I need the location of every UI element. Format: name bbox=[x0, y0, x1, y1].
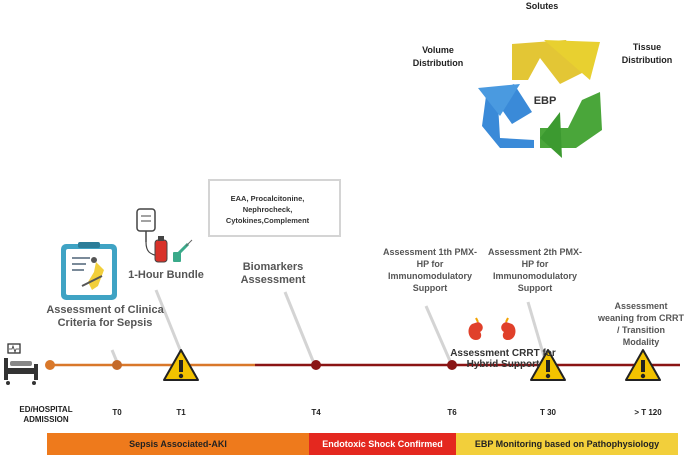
leader-lines bbox=[110, 289, 547, 363]
tick-t4: T4 bbox=[311, 408, 321, 417]
phase-band-ebp-monitoring: EBP Monitoring based on Pathophysiology bbox=[456, 433, 678, 455]
kidney-icon bbox=[468, 317, 516, 340]
annotation-weaning: Assessment weaning from CRRT / Transitio… bbox=[598, 301, 685, 347]
phase-band-endotoxic-shock: Endotoxic Shock Confirmed bbox=[309, 433, 456, 455]
clipboard-icon bbox=[61, 242, 117, 300]
tick-t0: T0 bbox=[112, 408, 122, 417]
phase-band-sepsis-aki: Sepsis Associated-AKI bbox=[47, 433, 309, 455]
tick-t120: > T 120 bbox=[634, 408, 662, 417]
annotation-clinical-criteria: Assessment of Clinica Criteria for Sepsi… bbox=[46, 304, 164, 329]
timeline-dot-t6 bbox=[447, 360, 457, 370]
ebp-label-volume-distribution: Volume Distribution bbox=[412, 45, 464, 68]
timeline-dot-t0 bbox=[112, 360, 122, 370]
annotation-pmx-1: Assessment 1th PMX-HP for Immunomodulato… bbox=[382, 247, 478, 293]
tick-admission: ED/HOSPITAL ADMISSION bbox=[19, 405, 73, 424]
annotation-biomarkers-assessment: Biomarkers Assessment bbox=[240, 261, 306, 286]
tick-t6: T6 bbox=[447, 408, 457, 417]
tick-t1: T1 bbox=[176, 408, 186, 417]
ebp-label-solutes: Solutes bbox=[525, 1, 559, 11]
timeline-dot-t4 bbox=[311, 360, 321, 370]
timeline-dot-admission bbox=[45, 360, 55, 370]
annotation-crrt-hybrid: Assessment CRRT for Hybrid Support bbox=[450, 348, 556, 370]
ebp-recycle-icon bbox=[478, 40, 602, 158]
biomarkers-list: EAA, Procalcitonine, Nephrocheck, Cytoki… bbox=[225, 194, 310, 225]
hospital-bed-icon bbox=[4, 343, 38, 385]
annotation-one-hour-bundle: 1-Hour Bundle bbox=[128, 269, 204, 281]
ebp-label-tissue-distribution: Tissue Distribution bbox=[621, 42, 673, 65]
tick-t30: T 30 bbox=[539, 408, 556, 417]
biomarkers-box: EAA, Procalcitonine, Nephrocheck, Cytoki… bbox=[208, 179, 341, 237]
iv-bag-icon bbox=[136, 208, 193, 263]
ebp-center-label: EBP bbox=[533, 95, 557, 107]
annotation-pmx-2: Assessment 2th PMX-HP for Immunomodulato… bbox=[487, 247, 583, 293]
